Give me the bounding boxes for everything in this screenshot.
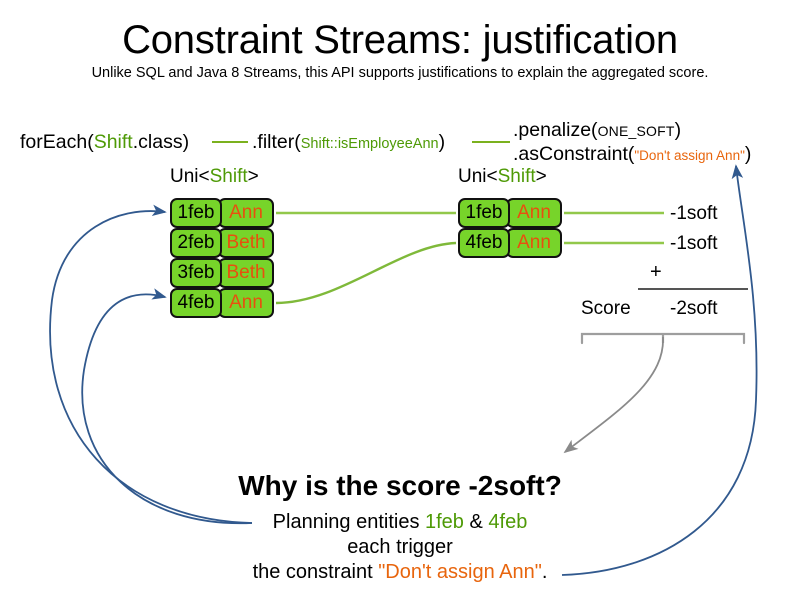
code-as-constraint-string: "Don't assign Ann" (634, 148, 745, 163)
uni-right-class: Shift (497, 166, 536, 187)
uni-left-suffix: > (247, 166, 259, 187)
explanation-line3-prefix: the constraint (252, 561, 379, 583)
fact-table-right: 1feb Ann 4feb Ann (458, 198, 562, 258)
code-filter-suffix: ) (438, 131, 446, 153)
score-label: Score (581, 298, 631, 319)
cell-date: 1feb (170, 198, 222, 228)
score-total: -2soft (670, 298, 718, 319)
code-penalize: .penalize(ONE_SOFT) (513, 119, 681, 143)
code-penalize-prefix: .penalize( (513, 119, 598, 141)
uni-label-left: Uni<Shift> (170, 166, 259, 188)
explanation-body: Planning entities 1feb & 4feb each trigg… (0, 510, 800, 585)
explanation-heading: Why is the score -2soft? (238, 470, 562, 501)
explanation-line1-mid: & (463, 511, 489, 533)
explanation-constraint-name: "Don't assign Ann" (378, 561, 542, 583)
table-row[interactable]: 1feb Ann (170, 198, 274, 228)
cell-name: Beth (218, 228, 274, 258)
code-penalize-enum: ONE_SOFT (597, 123, 675, 139)
penalty-value-1: -1soft (670, 203, 718, 224)
explanation-entity-1: 1feb (425, 511, 464, 533)
table-row[interactable]: 2feb Beth (170, 228, 274, 258)
code-penalize-suffix: ) (674, 119, 682, 141)
penalty-value-2: -1soft (670, 233, 718, 254)
code-filter-prefix: .filter( (252, 131, 301, 153)
sum-divider (638, 288, 748, 290)
code-foreach-class: Shift (93, 131, 133, 153)
cell-name: Ann (218, 198, 274, 228)
table-row[interactable]: 1feb Ann (458, 198, 562, 228)
cell-name: Beth (218, 258, 274, 288)
cell-date: 2feb (170, 228, 222, 258)
cell-date: 1feb (458, 198, 510, 228)
uni-right-prefix: Uni< (458, 166, 498, 187)
uni-right-suffix: > (535, 166, 547, 187)
connector-dash-foreach-filter (212, 141, 248, 143)
code-as-constraint: .asConstraint("Don't assign Ann") (513, 143, 751, 167)
brace-to-explanation-arrow (563, 336, 664, 454)
table-row[interactable]: 4feb Ann (170, 288, 274, 318)
connector-dash-filter-penalize (472, 141, 510, 143)
cell-date: 4feb (170, 288, 222, 318)
cell-name: Ann (506, 228, 562, 258)
cell-name: Ann (506, 198, 562, 228)
explanation-line-1: Planning entities 1feb & 4feb (0, 510, 800, 535)
score-brace (580, 332, 746, 345)
code-filter-method-ref: Shift::isEmployeeAnn (300, 136, 439, 152)
cell-date: 3feb (170, 258, 222, 288)
uni-label-right: Uni<Shift> (458, 166, 547, 188)
table-row[interactable]: 4feb Ann (458, 228, 562, 258)
cell-name: Ann (218, 288, 274, 318)
fact-table-left: 1feb Ann 2feb Beth 3feb Beth 4feb Ann (170, 198, 274, 318)
uni-left-class: Shift (209, 166, 248, 187)
sum-operator: + (650, 261, 662, 283)
cell-date: 4feb (458, 228, 510, 258)
code-foreach: forEach(Shift.class) (20, 131, 189, 154)
page-title: Constraint Streams: justification (122, 18, 678, 62)
code-filter: .filter(Shift::isEmployeeAnn) (252, 131, 445, 156)
explanation-line3-suffix: . (541, 561, 548, 583)
code-as-constraint-suffix: ) (744, 143, 752, 165)
code-foreach-suffix: .class) (132, 131, 190, 153)
explanation-line-3: the constraint "Don't assign Ann". (0, 560, 800, 585)
page-subtitle: Unlike SQL and Java 8 Streams, this API … (91, 65, 709, 81)
explanation-line1-prefix: Planning entities (272, 511, 425, 533)
code-as-constraint-prefix: .asConstraint( (513, 143, 635, 165)
uni-left-prefix: Uni< (170, 166, 210, 187)
table-row[interactable]: 3feb Beth (170, 258, 274, 288)
code-foreach-prefix: forEach( (20, 131, 94, 153)
explanation-entity-2: 4feb (488, 511, 528, 533)
explanation-line-2: each trigger (347, 536, 453, 558)
connector-4feb (275, 241, 457, 305)
